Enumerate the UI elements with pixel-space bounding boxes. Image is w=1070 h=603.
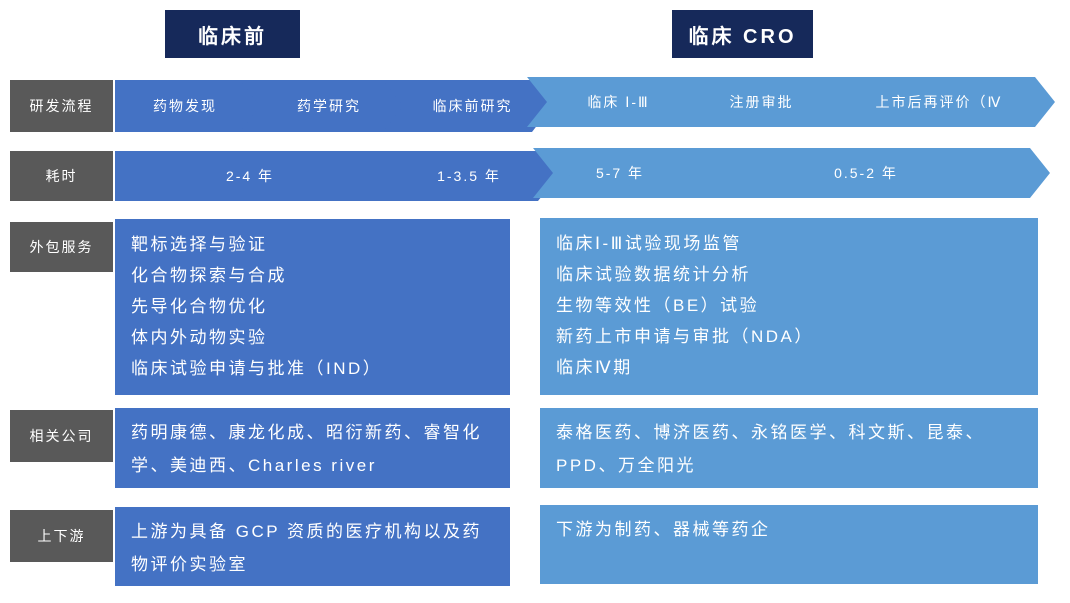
list-item: 临床试验数据统计分析 xyxy=(556,265,751,284)
list-item: 临床Ⅳ期 xyxy=(556,358,633,377)
row-label-chain: 上下游 xyxy=(10,510,113,562)
duration-arrow-2-4-years: 2-4 年 xyxy=(115,151,399,201)
chain-cro: 下游为制药、器械等药企 xyxy=(540,505,1038,584)
list-item: 临床Ⅰ-Ⅲ试验现场监管 xyxy=(556,234,742,253)
duration-arrow-5-7-years: 5-7 年 xyxy=(533,148,697,198)
list-item: 先导化合物优化 xyxy=(131,297,268,316)
header-clinical-cro: 临床 CRO xyxy=(672,10,813,58)
stage-arrow-registration-approval: 注册审批 xyxy=(675,77,838,127)
duration-arrow-1-3-5-years: 1-3.5 年 xyxy=(370,151,558,201)
list-item: 体内外动物实验 xyxy=(131,328,268,347)
services-list-preclinical: 靶标选择与验证 化合物探索与合成 先导化合物优化 体内外动物实验 临床试验申请与… xyxy=(115,219,510,395)
list-item: 生物等效性（BE）试验 xyxy=(556,296,760,315)
stage-arrow-post-market-reevaluation: 上市后再评价（Ⅳ xyxy=(813,77,1055,127)
duration-arrow-0-5-2-years: 0.5-2 年 xyxy=(672,148,1050,198)
companies-cro: 泰格医药、博济医药、永铭医学、科文斯、昆泰、PPD、万全阳光 xyxy=(540,408,1038,488)
companies-preclinical: 药明康德、康龙化成、昭衍新药、睿智化学、美迪西、Charles river xyxy=(115,408,510,488)
stage-arrow-preclinical-research: 临床前研究 xyxy=(383,80,552,132)
list-item: 临床试验申请与批准（IND） xyxy=(131,359,383,378)
header-preclinical: 临床前 xyxy=(165,10,300,58)
stage-arrow-clinical-1-3: 临床 Ⅰ-Ⅲ xyxy=(527,77,700,127)
row-label-services: 外包服务 xyxy=(10,222,113,272)
list-item: 化合物探索与合成 xyxy=(131,266,287,285)
services-list-cro: 临床Ⅰ-Ⅲ试验现场监管 临床试验数据统计分析 生物等效性（BE）试验 新药上市申… xyxy=(540,218,1038,395)
row-label-duration: 耗时 xyxy=(10,151,113,201)
row-label-process: 研发流程 xyxy=(10,80,113,132)
chain-preclinical: 上游为具备 GCP 资质的医疗机构以及药物评价实验室 xyxy=(115,507,510,586)
list-item: 靶标选择与验证 xyxy=(131,235,268,254)
stage-arrow-pharmaceutical-research: 药学研究 xyxy=(240,80,408,132)
row-label-companies: 相关公司 xyxy=(10,410,113,462)
stage-arrow-drug-discovery: 药物发现 xyxy=(115,80,269,132)
list-item: 新药上市申请与审批（NDA） xyxy=(556,327,814,346)
